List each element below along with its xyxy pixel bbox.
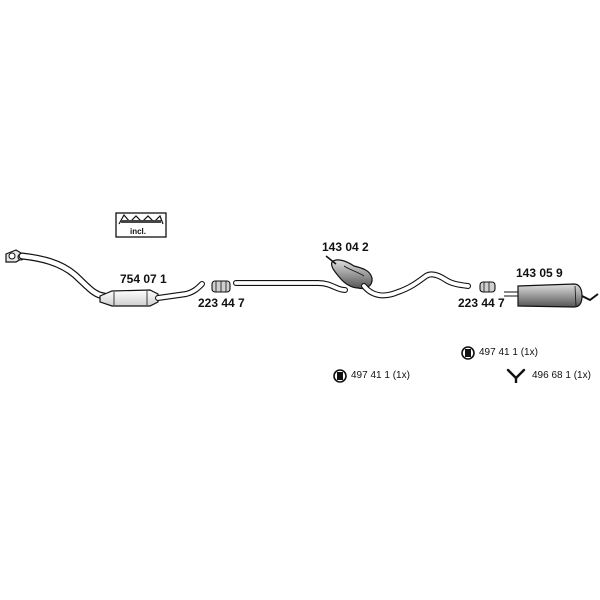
part-number-rear-silencer: 143 05 9: [516, 266, 563, 280]
hanger-y-icon: [506, 368, 526, 383]
rubber-mount-a-icon: [333, 369, 347, 383]
hanger-number: 496 68 1 (1x): [532, 370, 591, 381]
part-number-catalytic-converter: 754 07 1: [120, 272, 167, 286]
gasket-kit-label: incl.: [130, 227, 147, 236]
mount-number-b: 497 41 1 (1x): [479, 347, 538, 358]
rubber-mount-b-icon: [461, 346, 475, 360]
rear-silencer: [504, 283, 599, 308]
part-number-middle-silencer: 143 04 2: [322, 240, 369, 254]
front-pipe-with-catalytic-converter: [5, 249, 205, 307]
clamp-front: [211, 280, 231, 293]
part-number-clamp-front: 223 44 7: [198, 296, 245, 310]
middle-pipe-with-silencer: [233, 255, 471, 299]
clamp-rear: [479, 281, 496, 293]
mount-number-a: 497 41 1 (1x): [351, 370, 410, 381]
part-number-clamp-rear: 223 44 7: [458, 296, 505, 310]
gasket-kit-box: [115, 212, 167, 238]
